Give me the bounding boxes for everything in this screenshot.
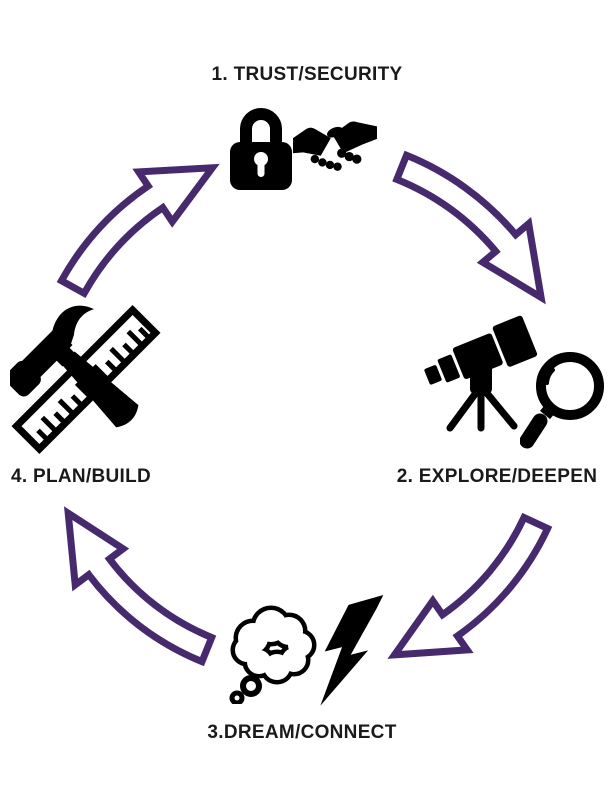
handshake-icon bbox=[293, 121, 377, 171]
lock-icon bbox=[230, 108, 292, 190]
stage-2-label: 2. EXPLORE/DEEPEN bbox=[396, 466, 598, 487]
hammer-icon bbox=[10, 305, 139, 428]
magnifying-glass-icon bbox=[520, 352, 604, 449]
arrow-dream-to-plan bbox=[64, 506, 217, 667]
stage-3-label: 3.DREAM/CONNECT bbox=[207, 722, 397, 743]
arrow-explore-to-dream bbox=[387, 512, 553, 659]
lightning-bolt-icon bbox=[320, 595, 384, 706]
plan-build-icons bbox=[10, 304, 161, 455]
thought-bubble-icon bbox=[229, 605, 317, 704]
stage-4-label: 4. PLAN/BUILD bbox=[10, 466, 152, 487]
arrow-plan-to-trust bbox=[56, 163, 220, 299]
telescope-icon bbox=[424, 315, 538, 432]
stage-1-label: 1. TRUST/SECURITY bbox=[211, 64, 403, 85]
arrow-trust-to-explore bbox=[392, 150, 546, 305]
